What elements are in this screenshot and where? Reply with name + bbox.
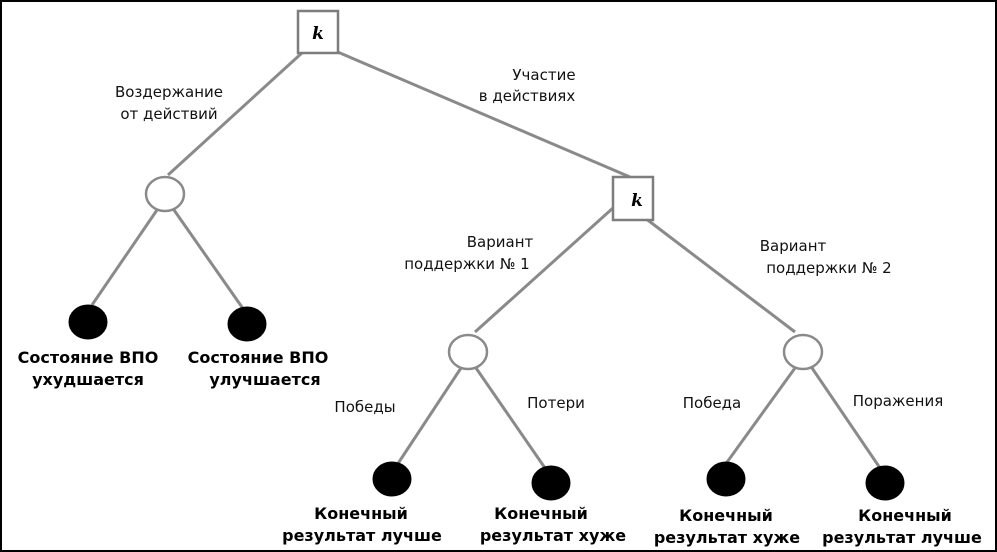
tree-edges [90,48,882,469]
participation-decision-symbol: k [631,191,643,211]
outcome-label-option2-better-line1: Конечный [858,506,952,525]
outcome-label-option2-better: Конечный результат лучше [822,506,982,547]
outcome-label-option2-worse: Конечный результат хуже [654,506,800,547]
branch-label-option1-line1: Вариант [467,233,534,251]
outcome-node-option2-better [865,465,905,501]
option2-chance-node [782,333,824,371]
outcome-label-option2-worse-line1: Конечный [679,506,773,525]
edge-root-participate [332,48,631,179]
branch-label-losses: Потери [527,394,585,412]
outcome-label-option1-worse: Конечный результат хуже [480,504,626,545]
branch-label-abstain: Воздержание от действий [115,83,223,123]
outcome-node-option2-worse [706,461,746,497]
outcome-node-abstain-worse [68,304,108,340]
outcome-label-abstain-worse-line2: ухудшается [32,370,144,389]
outcome-label-option1-worse-line2: результат хуже [480,526,626,545]
branch-label-option2-line1: Вариант [760,237,827,255]
edge-option1-wins [395,367,463,466]
outcome-label-abstain-worse-line1: Состояние ВПО [18,348,159,367]
branch-label-win: Победа [683,394,742,412]
branch-label-wins: Победы [334,398,395,416]
participation-decision-node: k [611,175,655,222]
outcome-node-abstain-better [227,306,267,342]
branch-label-defeats: Поражения [853,392,944,410]
edge-option2-win [723,367,797,466]
outcome-label-option1-better: Конечный результат лучше [282,504,442,545]
branch-label-participate-line2: в действиях [479,87,576,105]
root-decision-symbol: k [312,24,324,44]
outcome-node-option1-better [372,461,412,497]
branch-label-abstain-line2: от действий [120,105,217,123]
outcome-label-option2-worse-line2: результат хуже [654,528,800,547]
outcome-label-option2-better-line2: результат лучше [822,528,982,547]
outcome-node-option1-worse [531,465,571,501]
edge-root-abstain [166,50,305,177]
branch-label-option2-line2: поддержки № 2 [766,259,891,277]
branch-label-option1-line2: поддержки № 1 [404,255,529,273]
edge-option1-losses [474,367,547,469]
outcome-label-option1-better-line2: результат лучше [282,526,442,545]
edge-abstain-worse [90,209,159,306]
edge-participate-option2 [644,216,796,334]
branch-label-abstain-line1: Воздержание [115,83,223,101]
root-decision-node: k [296,9,340,55]
outcome-label-abstain-better-line2: улучшается [209,370,320,389]
outcome-label-option1-better-line1: Конечный [314,504,408,523]
participation-decision-box [611,175,655,222]
edge-option2-defeats [810,367,882,469]
branch-label-participate-line1: Участие [512,66,575,84]
option1-chance-node [447,333,489,371]
branch-label-option1: Вариант поддержки № 1 [404,233,533,273]
edge-participate-option1 [473,206,615,334]
branch-label-participate: Участие в действиях [479,66,576,105]
edge-abstain-better [172,209,246,311]
root-decision-box [296,9,340,55]
outcome-label-abstain-better-line1: Состояние ВПО [188,348,329,367]
abstain-chance-node [144,175,186,213]
branch-label-option2: Вариант поддержки № 2 [760,237,892,277]
outcome-label-abstain-better: Состояние ВПО улучшается [188,348,329,389]
outcome-label-option1-worse-line1: Конечный [494,504,588,523]
outcome-label-abstain-worse: Состояние ВПО ухудшается [18,348,159,389]
